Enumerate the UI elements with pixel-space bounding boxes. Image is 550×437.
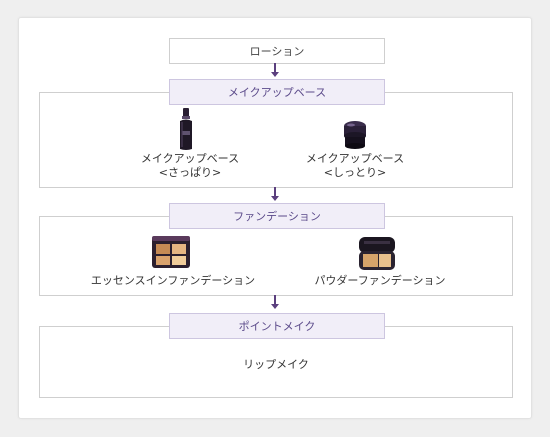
point-makeup-item-label: リップメイク [243,358,309,371]
makeup-base-product-1-name: メイクアップベース [140,152,240,165]
step-lotion-box: ローション [169,38,385,64]
makeup-base-product-2-variant: <しっとり> [323,166,387,179]
foundation-header: ファンデーション [169,203,385,229]
point-makeup-item: リップメイク [200,358,352,372]
foundation-product-2-name: パウダーファンデーション [314,274,446,287]
powder-foundation-compact-icon [359,237,395,270]
point-makeup-title: ポイントメイク [238,320,316,333]
flow-arrow-head-icon [271,304,279,309]
makeup-base-product-1-variant: <さっぱり> [158,166,222,179]
foundation-product-1: エッセンスインファンデーション [68,274,278,288]
makeup-base-jar-icon [344,121,366,149]
makeup-base-bottle-icon [180,108,192,150]
foundation-product-1-name: エッセンスインファンデーション [90,274,256,287]
foundation-section [39,216,513,296]
makeup-base-header: メイクアップベース [169,79,385,105]
flow-arrow-head-icon [271,72,279,77]
flow-arrow-line [274,63,276,73]
flow-arrow-line [274,295,276,305]
flow-arrow-head-icon [271,196,279,201]
point-makeup-header: ポイントメイク [169,313,385,339]
makeup-base-section [39,92,513,188]
essence-foundation-compact-icon [152,236,190,268]
foundation-title: ファンデーション [233,210,321,223]
makeup-base-title: メイクアップベース [227,86,327,99]
foundation-product-2: パウダーファンデーション [300,274,460,288]
makeup-base-product-2-name: メイクアップベース [305,152,405,165]
flow-arrow-line [274,187,276,197]
makeup-base-product-2: メイクアップベース <しっとり> [285,152,425,180]
makeup-base-product-1: メイクアップベース <さっぱり> [120,152,260,180]
step-lotion-label: ローション [249,45,305,58]
